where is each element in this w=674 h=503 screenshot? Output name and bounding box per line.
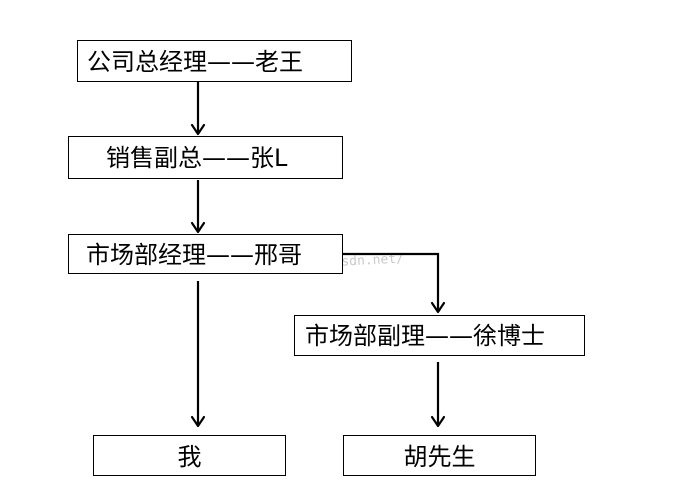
- node-label-ceo: 公司总经理——老王: [87, 48, 303, 76]
- node-label-mr-hu: 胡先生: [404, 443, 476, 471]
- arrowhead-marketing-deputy: [430, 301, 446, 314]
- node-mr-hu: 胡先生: [343, 435, 536, 476]
- node-box-marketing-deputy: [294, 315, 585, 356]
- node-marketing-manager: 市场部经理——邢哥: [68, 234, 343, 274]
- node-marketing-deputy: 市场部副理——徐博士: [294, 315, 585, 356]
- connectors: [190, 82, 446, 428]
- node-label-marketing-manager: 市场部经理——邢哥: [86, 241, 302, 269]
- arrowhead-mr-hu: [430, 415, 446, 428]
- node-ceo: 公司总经理——老王: [77, 40, 352, 82]
- node-box-mr-hu: [343, 435, 536, 476]
- node-label-marketing-deputy: 市场部副理——徐博士: [305, 322, 545, 350]
- edge-marketing-manager-to-deputy: [343, 252, 440, 312]
- node-box-me: [93, 435, 286, 476]
- node-sales-vp: 销售副总——张L: [68, 136, 343, 179]
- node-label-me: 我: [178, 443, 202, 471]
- node-box-sales-vp: [68, 136, 343, 179]
- arrowhead-sales-vp: [190, 123, 206, 136]
- arrowhead-marketing-manager: [190, 221, 206, 234]
- node-label-sales-vp: 销售副总——张L: [106, 144, 288, 172]
- node-me: 我: [93, 435, 286, 476]
- node-box-marketing-manager: [68, 234, 343, 274]
- arrowhead-me: [190, 415, 206, 428]
- node-box-ceo: [77, 40, 352, 82]
